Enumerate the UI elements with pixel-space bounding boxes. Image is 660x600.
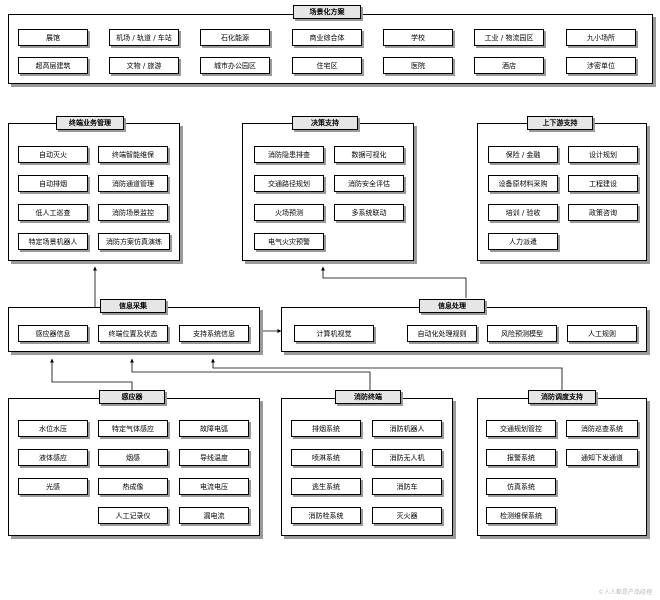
dispatch-item: 报警系统	[486, 449, 556, 466]
scenario-item: 城市办公园区	[200, 57, 270, 74]
updown-item: 人力派遣	[488, 233, 558, 250]
arrow-fireterm-to-collect	[130, 358, 371, 393]
scenario-item: 展馆	[18, 29, 88, 46]
panel-scenario-title: 场景化方案	[293, 5, 361, 19]
terminal-mgmt-item: 自动灭火	[18, 146, 88, 163]
terminal-mgmt-item: 自动排烟	[18, 175, 88, 192]
panel-updown-title: 上下游支持	[527, 116, 593, 130]
fire-terminal-item: 消防无人机	[372, 449, 442, 466]
decision-item: 消防隐患排查	[254, 146, 324, 163]
decision-item: 消防安全评估	[334, 175, 404, 192]
collect-item: 终端位置及状态	[98, 325, 168, 342]
panel-dispatch-title: 消防调度支持	[528, 390, 596, 404]
dispatch-item: 交通规划管控	[486, 420, 556, 437]
decision-item: 交通路径规划	[254, 175, 324, 192]
dispatch-item: 消防巡查系统	[566, 420, 638, 437]
sensor-item: 热成像	[98, 478, 168, 495]
fire-terminal-item: 消防栓系统	[291, 507, 361, 524]
dispatch-item: 通知下发通道	[566, 449, 638, 466]
process-item: 人工规则	[567, 325, 637, 342]
panel-fire-terminal-title: 消防终端	[335, 390, 401, 404]
sensor-item: 水位水压	[18, 420, 88, 437]
decision-item: 数据可视化	[334, 146, 404, 163]
arrow-dispatch-to-collect	[211, 358, 563, 393]
updown-item: 设备原材料采购	[488, 175, 558, 192]
panel-decision-title: 决策支持	[292, 116, 358, 130]
sensor-item: 液体感应	[18, 449, 88, 466]
updown-item: 工程建设	[568, 175, 638, 192]
terminal-mgmt-item: 消防场景监控	[98, 204, 168, 221]
process-item: 自动化处理规则	[407, 325, 477, 342]
scenario-item: 住宅区	[292, 57, 362, 74]
sensor-item: 特定气体感应	[98, 420, 168, 437]
sensor-item: 导线温度	[179, 449, 249, 466]
dispatch-item: 仿真系统	[486, 478, 556, 495]
updown-item: 培训 / 验收	[488, 204, 558, 221]
terminal-mgmt-item: 特定场景机器人	[18, 233, 88, 250]
panel-sensor-title: 感应器	[99, 390, 165, 404]
arrow-sensor-to-collect	[50, 358, 133, 393]
scenario-item: 学校	[383, 29, 453, 46]
scenario-item: 石化能源	[200, 29, 270, 46]
watermark: ©人人都是产品经理	[597, 589, 652, 596]
updown-item: 政策咨询	[568, 204, 638, 221]
scenario-item: 文物 / 旅游	[109, 57, 179, 74]
panel-collect-title: 信息采集	[100, 299, 166, 313]
fire-terminal-item: 喷淋系统	[291, 449, 361, 466]
panel-terminal-mgmt-title: 终端业务管理	[56, 116, 124, 130]
fire-terminal-item: 逃生系统	[291, 478, 361, 495]
fire-terminal-item: 排烟系统	[291, 420, 361, 437]
scenario-item: 超高层建筑	[18, 57, 88, 74]
scenario-item: 医院	[383, 57, 453, 74]
dispatch-item: 检测维保系统	[486, 507, 556, 524]
terminal-mgmt-item: 消防通道管理	[98, 175, 168, 192]
scenario-item: 商业综合体	[292, 29, 362, 46]
scenario-item: 涉密单位	[566, 57, 636, 74]
decision-item: 电气火灾预警	[254, 233, 324, 250]
terminal-mgmt-item: 终端智能维保	[98, 146, 168, 163]
updown-item: 保险 / 金融	[488, 146, 558, 163]
scenario-item: 九小场所	[566, 29, 636, 46]
fire-terminal-item: 消防车	[372, 478, 442, 495]
process-item: 风险预测模型	[487, 325, 557, 342]
collect-item: 支持系统信息	[179, 325, 249, 342]
sensor-item: 漏电流	[179, 507, 249, 524]
scenario-item: 机场 / 轨道 / 车站	[109, 29, 179, 46]
sensor-item: 电流电压	[179, 478, 249, 495]
decision-item: 多系统联动	[334, 204, 404, 221]
fire-terminal-item: 灭火器	[372, 507, 442, 524]
fire-terminal-item: 消防机器人	[372, 420, 442, 437]
process-item: 计算机视觉	[294, 325, 374, 342]
decision-item: 火场预测	[254, 204, 324, 221]
sensor-item: 烟感	[98, 449, 168, 466]
scenario-item: 工业 / 物流园区	[474, 29, 544, 46]
sensor-item: 光感	[18, 478, 88, 495]
updown-item: 设计规划	[568, 146, 638, 163]
panel-process-title: 信息处理	[419, 299, 485, 313]
collect-item: 感应器信息	[18, 325, 88, 342]
terminal-mgmt-item: 低人工巡查	[18, 204, 88, 221]
sensor-item: 故障电弧	[179, 420, 249, 437]
sensor-item: 人工记录仪	[98, 507, 168, 524]
scenario-item: 酒店	[474, 57, 544, 74]
arrow-process-to-decision	[321, 266, 467, 298]
terminal-mgmt-item: 消防方案仿真演练	[98, 233, 170, 250]
